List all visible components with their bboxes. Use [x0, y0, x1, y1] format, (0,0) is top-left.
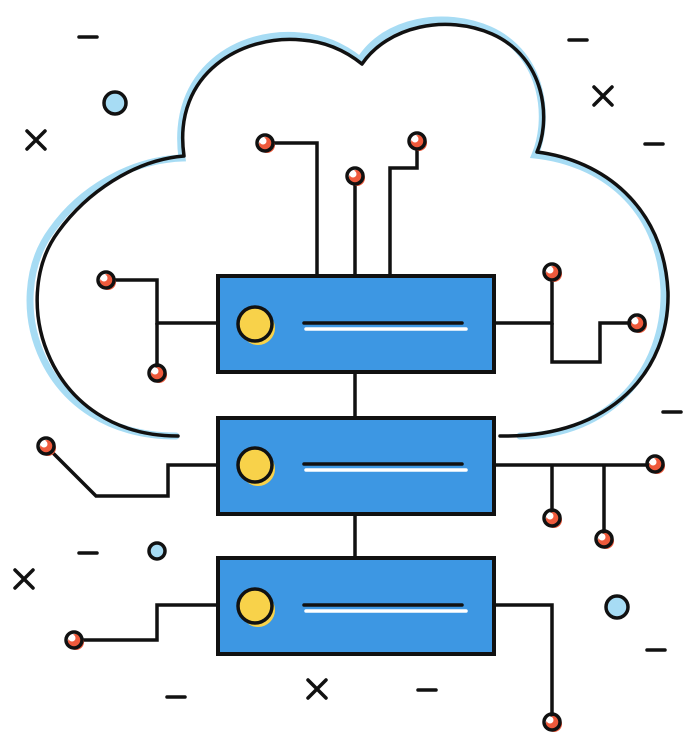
dot-icon	[147, 541, 167, 561]
network-node-icon	[345, 166, 365, 186]
network-node-icon	[627, 313, 647, 333]
network-node-icon	[255, 133, 275, 153]
node-ring	[542, 262, 562, 282]
node-ring	[627, 313, 647, 333]
network-node-icon	[594, 529, 614, 549]
node-ring	[407, 131, 427, 151]
server-icon	[216, 274, 496, 374]
network-node-icon	[542, 262, 562, 282]
network-node-icon	[542, 712, 562, 732]
network-node-icon	[64, 630, 84, 650]
connector-top-left	[268, 141, 319, 275]
network-connectors	[46, 141, 654, 720]
connector-right-1b	[550, 321, 635, 364]
node-ring	[542, 712, 562, 732]
node-ring	[255, 133, 275, 153]
cross-mark-icon	[592, 85, 614, 107]
node-ring	[96, 270, 116, 290]
node-highlight	[68, 634, 76, 642]
network-node-icon	[36, 436, 56, 456]
node-highlight	[598, 533, 606, 541]
node-ring	[345, 166, 365, 186]
cross-mark-icon	[306, 678, 328, 700]
connector-right-3	[494, 603, 554, 720]
node-ring	[147, 363, 167, 383]
network-node-icon	[542, 508, 562, 528]
cloud-icon	[35, 22, 670, 438]
node-highlight	[631, 317, 639, 325]
server-indicator-3	[236, 587, 274, 625]
node-highlight	[259, 137, 267, 145]
connector-right-1	[494, 274, 554, 325]
node-ring	[542, 508, 562, 528]
cross-mark-icon	[25, 129, 47, 151]
node-ring	[64, 630, 84, 650]
server-icon	[216, 556, 496, 656]
cloud-shadow	[26, 16, 668, 440]
node-highlight	[349, 170, 357, 178]
decorative-marks	[13, 35, 683, 700]
node-ring	[645, 454, 665, 474]
node-highlight	[411, 135, 419, 143]
node-ring	[36, 436, 56, 456]
node-highlight	[151, 367, 159, 375]
cross-mark-icon	[13, 568, 35, 590]
connector-left-1	[108, 278, 218, 325]
dot-icon	[102, 90, 128, 116]
network-node-icon	[407, 131, 427, 151]
dot-icon	[604, 594, 630, 620]
connector-top-right	[388, 144, 419, 275]
node-highlight	[40, 440, 48, 448]
connector-left-3	[76, 603, 218, 642]
network-nodes	[36, 131, 665, 732]
node-highlight	[546, 266, 554, 274]
node-highlight	[546, 716, 554, 724]
node-highlight	[649, 458, 657, 466]
network-node-icon	[645, 454, 665, 474]
network-node-icon	[96, 270, 116, 290]
network-node-icon	[147, 363, 167, 383]
connector-left-2	[46, 446, 218, 498]
server-indicator-2	[236, 446, 274, 484]
node-highlight	[546, 512, 554, 520]
node-ring	[594, 529, 614, 549]
server-indicator-1	[236, 305, 274, 343]
node-highlight	[100, 274, 108, 282]
server-icon	[216, 416, 496, 516]
